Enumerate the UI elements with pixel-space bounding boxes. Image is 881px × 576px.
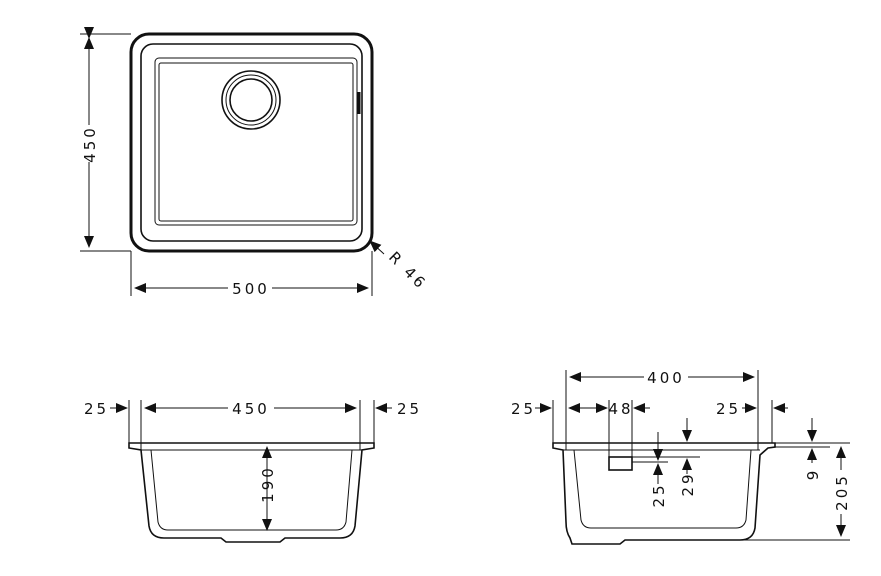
drain-outer bbox=[221, 70, 281, 130]
overflow-opening bbox=[608, 456, 633, 471]
dim-top-radius: R 46 bbox=[385, 248, 430, 293]
sink-basin-inner bbox=[158, 62, 354, 222]
dim-front-bowl-depth: 190 bbox=[259, 465, 277, 503]
drain-mid bbox=[225, 74, 277, 126]
dim-side-total-height: 205 bbox=[833, 473, 851, 511]
drain-inner bbox=[229, 78, 273, 122]
sink-basin bbox=[154, 57, 358, 226]
sink-outer-rim bbox=[129, 32, 374, 253]
dim-front-inner-width: 450 bbox=[232, 400, 270, 418]
top-view: 450 500 R 46 bbox=[80, 27, 431, 298]
dim-side-overflow-height: 29 bbox=[679, 471, 697, 496]
dim-top-width: 500 bbox=[232, 280, 270, 298]
dim-top-depth: 450 bbox=[81, 125, 99, 163]
dim-side-drain-width: 48 bbox=[608, 400, 633, 418]
front-view: 25 450 25 190 bbox=[84, 400, 422, 543]
sink-inner-rim bbox=[140, 43, 363, 242]
dim-side-rim-height: 9 bbox=[804, 468, 822, 481]
dim-side-inner-width: 400 bbox=[647, 369, 685, 387]
dim-front-left-rim: 25 bbox=[84, 400, 109, 418]
dim-front-right-rim: 25 bbox=[397, 400, 422, 418]
dim-side-left-rim: 25 bbox=[511, 400, 536, 418]
dim-side-right-rim: 25 bbox=[716, 400, 741, 418]
side-view: 400 25 48 25 25 29 9 205 bbox=[511, 369, 851, 545]
front-sink-profile bbox=[128, 442, 375, 543]
dim-side-overflow-offset: 25 bbox=[650, 482, 668, 507]
side-sink-profile bbox=[552, 442, 776, 545]
